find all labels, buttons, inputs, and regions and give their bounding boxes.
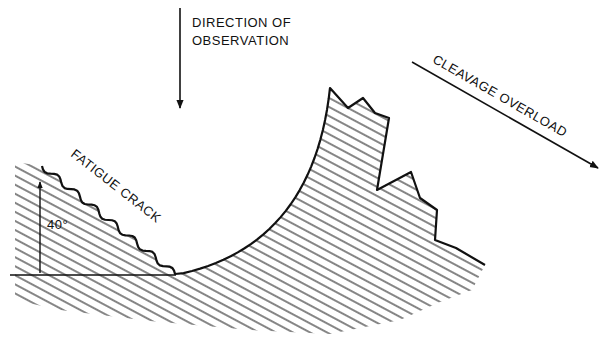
angle-dimension xyxy=(39,182,40,273)
angle-label: 40° xyxy=(47,216,68,234)
cleavage-label: CLEAVAGE OVERLOAD xyxy=(429,51,570,142)
reference-line xyxy=(10,274,176,276)
hatched-specimen xyxy=(15,88,485,334)
fracture-profile xyxy=(42,88,485,274)
cleavage-arrow xyxy=(412,62,598,168)
observation-label: DIRECTION OF OBSERVATION xyxy=(192,14,304,49)
observation-arrow xyxy=(179,8,181,108)
